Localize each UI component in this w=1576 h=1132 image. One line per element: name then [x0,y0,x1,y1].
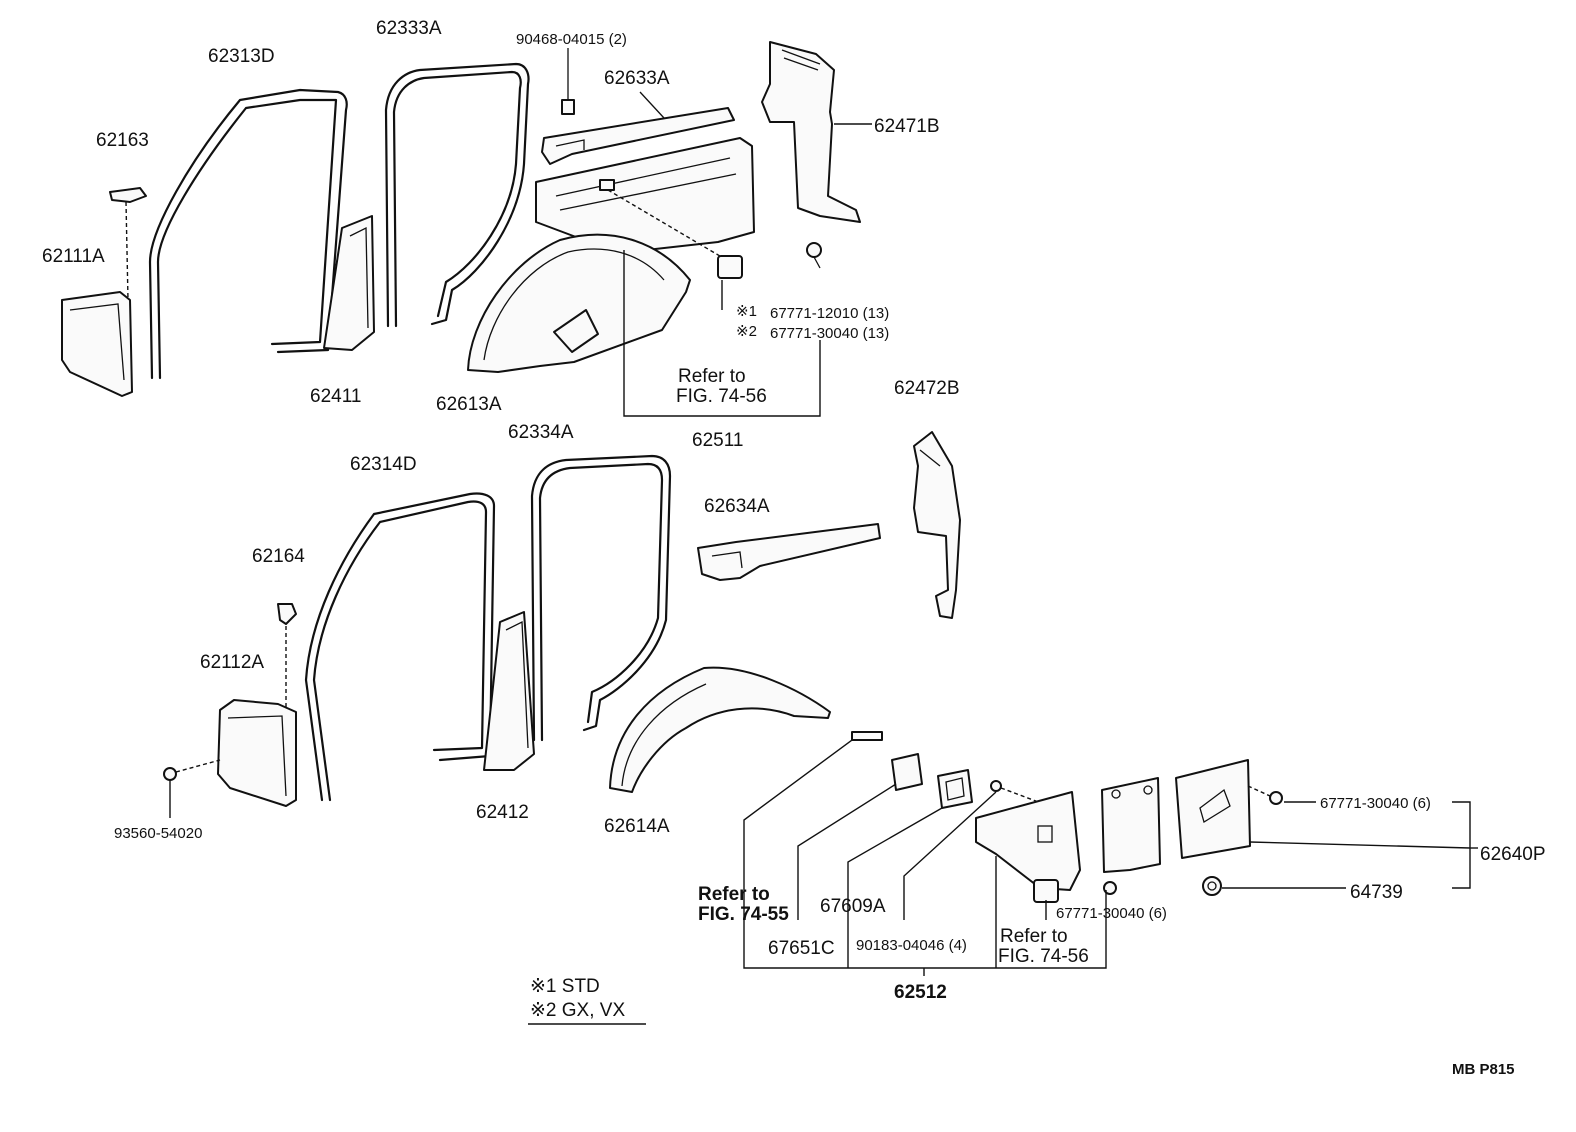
part-67609A [891,753,923,791]
label-67771-30040-6-center: 67771-30040 (6) [1056,905,1167,922]
label-62112A: 62112A [200,652,264,673]
part-62633A [541,91,735,165]
label-62640P: 62640P [1480,844,1546,865]
part-62640P-panel [1175,759,1283,896]
fig-ref-74-56-upper: FIG. 74-56 [676,386,767,407]
part-62634A [697,523,881,581]
label-62613A: 62613A [436,394,502,415]
fig-ref-74-55: FIG. 74-55 [698,904,789,925]
label-67771-30040-6-right: 67771-30040 (6) [1320,795,1431,812]
label-90183-04046: 90183-04046 (4) [856,937,967,954]
label-67771-30040-13: 67771-30040 (13) [770,325,889,342]
part-62313D [148,88,348,380]
label-67651C: 67651C [768,938,835,959]
label-62633A: 62633A [604,68,670,89]
label-62412: 62412 [476,802,529,823]
legend-gx-vx: ※2 GX, VX [530,1000,625,1021]
refer-to-upper: Refer to [678,366,746,387]
part-62334A [530,454,672,742]
part-labels: 62313D 62333A 90468-04015 (2) 62633A 624… [42,18,1546,1078]
label-62411: 62411 [310,386,361,407]
label-62314D: 62314D [350,454,417,475]
part-62614A [609,666,831,793]
label-62164: 62164 [252,546,305,567]
label-62313D: 62313D [208,46,275,67]
part-62511-bracket [623,250,821,417]
part-62512-panel [975,777,1161,903]
note-mark-1: ※1 [736,303,757,320]
part-62314D [304,492,496,802]
label-64739: 64739 [1350,882,1403,903]
part-90468-04015 [561,48,575,115]
fig-ref-74-56-lower: FIG. 74-56 [998,946,1089,967]
label-62512: 62512 [894,982,947,1003]
label-62614A: 62614A [604,816,670,837]
part-67651C [851,731,883,741]
part-62412 [483,611,535,771]
part-62112A [163,699,297,818]
part-62613A [467,233,691,373]
label-62333A: 62333A [376,18,442,39]
label-62334A: 62334A [508,422,574,443]
label-67609A: 67609A [820,896,886,917]
label-62471B: 62471B [874,116,940,137]
label-62472B: 62472B [894,378,960,399]
label-62163: 62163 [96,130,149,151]
part-62471B [761,41,872,223]
legend-std: ※1 STD [530,976,600,997]
part-62164 [277,603,297,708]
part-62163 [109,187,147,301]
part-67771-fastener-upper [717,242,822,279]
label-62111A: 62111A [42,246,105,267]
part-62411 [323,215,375,351]
part-62511-panel [535,137,755,263]
part-62472B [913,431,961,619]
label-62511: 62511 [692,430,743,451]
part-62111A [61,291,133,397]
label-62634A: 62634A [704,496,770,517]
refer-to-lower-left: Refer to [698,884,770,905]
label-90468-04015: 90468-04015 (2) [516,31,627,48]
label-93560-54020: 93560-54020 [114,825,202,842]
refer-to-lower-right: Refer to [1000,926,1068,947]
part-62333A [384,62,530,328]
label-67771-12010: 67771-12010 (13) [770,305,889,322]
leader-lines-lower [528,739,1478,1025]
note-mark-2: ※2 [736,323,757,340]
page-code: MB P815 [1452,1061,1515,1078]
